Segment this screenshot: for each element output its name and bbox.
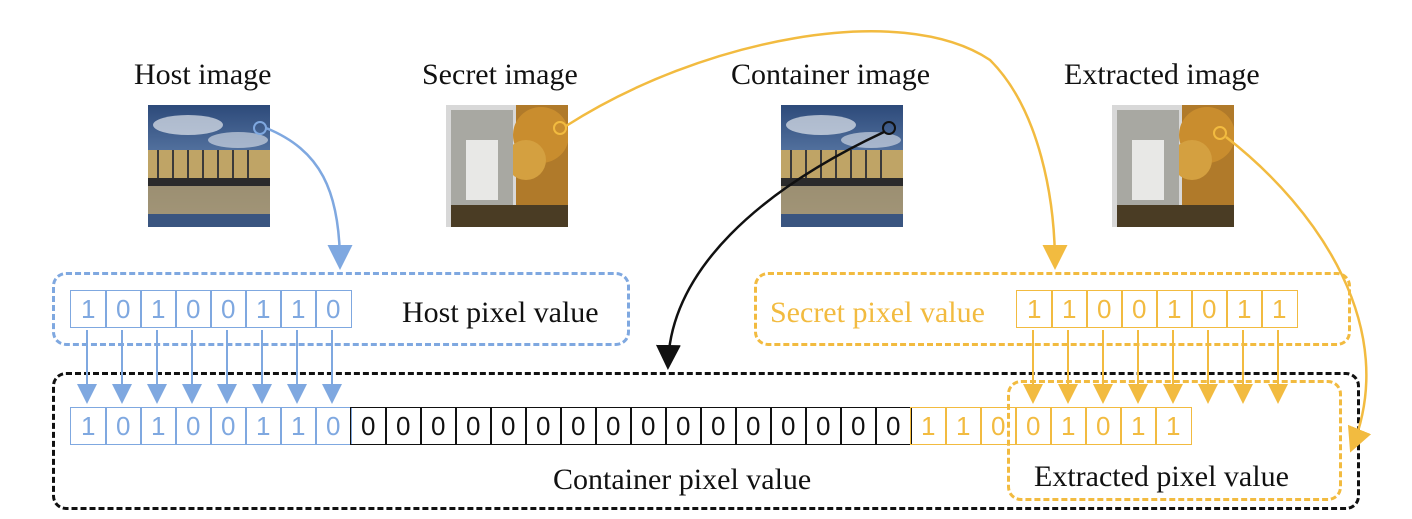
host-sample-point bbox=[253, 121, 267, 135]
container-secret-bit-4: 0 bbox=[1015, 407, 1052, 445]
container-zero-bit-7: 0 bbox=[560, 407, 597, 445]
container-host-bit-3: 1 bbox=[140, 407, 177, 445]
container-zero-bit-2: 0 bbox=[385, 407, 422, 445]
container-secret-bit-5: 1 bbox=[1050, 407, 1087, 445]
container-zero-bit-16: 0 bbox=[875, 407, 912, 445]
secret-bit-8: 1 bbox=[1261, 290, 1298, 328]
host-bit-3: 1 bbox=[140, 290, 177, 328]
container-zero-bit-4: 0 bbox=[455, 407, 492, 445]
container-host-bit-5: 0 bbox=[210, 407, 247, 445]
secret-bit-3: 0 bbox=[1086, 290, 1123, 328]
secret-bit-2: 1 bbox=[1051, 290, 1088, 328]
secret-bit-1: 1 bbox=[1016, 290, 1053, 328]
container-zero-bit-12: 0 bbox=[735, 407, 772, 445]
secret-image-title: Secret image bbox=[422, 58, 578, 91]
host-pixel-box bbox=[52, 272, 630, 346]
extracted-image-title: Extracted image bbox=[1064, 58, 1260, 91]
secret-pixel-label: Secret pixel value bbox=[770, 296, 985, 329]
extracted-to-pixel-arrow bbox=[1225, 136, 1372, 453]
container-secret-bit-1: 1 bbox=[910, 407, 947, 445]
container-pixel-label: Container pixel value bbox=[553, 463, 812, 496]
extracted-pixel-label: Extracted pixel value bbox=[1034, 460, 1289, 493]
host-bit-2: 0 bbox=[105, 290, 142, 328]
extracted-pixel-box bbox=[1007, 380, 1342, 501]
secret-image-thumbnail bbox=[446, 105, 568, 227]
secret-to-pixel-arrow bbox=[565, 30, 1068, 270]
container-zero-bit-6: 0 bbox=[525, 407, 562, 445]
secret-pixel-box bbox=[754, 272, 1351, 346]
container-image-title: Container image bbox=[731, 58, 931, 91]
container-zero-bit-8: 0 bbox=[595, 407, 632, 445]
container-secret-bit-3: 0 bbox=[980, 407, 1017, 445]
extracted-image-thumbnail bbox=[1112, 105, 1234, 227]
host-image-thumbnail bbox=[148, 105, 270, 227]
secret-bit-6: 0 bbox=[1191, 290, 1228, 328]
container-zero-bit-1: 0 bbox=[350, 407, 387, 445]
host-bit-5: 0 bbox=[210, 290, 247, 328]
host-bit-6: 1 bbox=[245, 290, 282, 328]
secret-bit-5: 1 bbox=[1156, 290, 1193, 328]
host-bit-4: 0 bbox=[175, 290, 212, 328]
container-secret-bit-8: 1 bbox=[1155, 407, 1192, 445]
container-host-bit-6: 1 bbox=[245, 407, 282, 445]
container-zero-bit-5: 0 bbox=[490, 407, 527, 445]
container-host-bit-1: 1 bbox=[70, 407, 107, 445]
container-zero-bit-13: 0 bbox=[770, 407, 807, 445]
extracted-sample-point bbox=[1213, 126, 1227, 140]
secret-sample-point bbox=[553, 121, 567, 135]
container-host-bit-2: 0 bbox=[105, 407, 142, 445]
container-zero-bit-9: 0 bbox=[630, 407, 667, 445]
container-secret-bit-2: 1 bbox=[945, 407, 982, 445]
secret-bit-4: 0 bbox=[1121, 290, 1158, 328]
container-zero-bit-11: 0 bbox=[700, 407, 737, 445]
container-host-bit-7: 1 bbox=[280, 407, 317, 445]
container-zero-bit-10: 0 bbox=[665, 407, 702, 445]
container-zero-bit-3: 0 bbox=[420, 407, 457, 445]
secret-bit-7: 1 bbox=[1226, 290, 1263, 328]
container-secret-bit-7: 1 bbox=[1120, 407, 1157, 445]
container-sample-point bbox=[882, 121, 896, 135]
host-pixel-label: Host pixel value bbox=[402, 296, 599, 329]
container-secret-bit-6: 0 bbox=[1085, 407, 1122, 445]
host-bit-8: 0 bbox=[315, 290, 352, 328]
host-bit-7: 1 bbox=[280, 290, 317, 328]
container-zero-bit-14: 0 bbox=[805, 407, 842, 445]
container-host-bit-4: 0 bbox=[175, 407, 212, 445]
container-zero-bit-15: 0 bbox=[840, 407, 877, 445]
host-to-pixel-arrow bbox=[265, 126, 353, 270]
host-image-title: Host image bbox=[134, 58, 272, 91]
host-bit-1: 1 bbox=[70, 290, 107, 328]
container-to-pixel-arrow bbox=[655, 130, 885, 370]
container-host-bit-8: 0 bbox=[315, 407, 352, 445]
